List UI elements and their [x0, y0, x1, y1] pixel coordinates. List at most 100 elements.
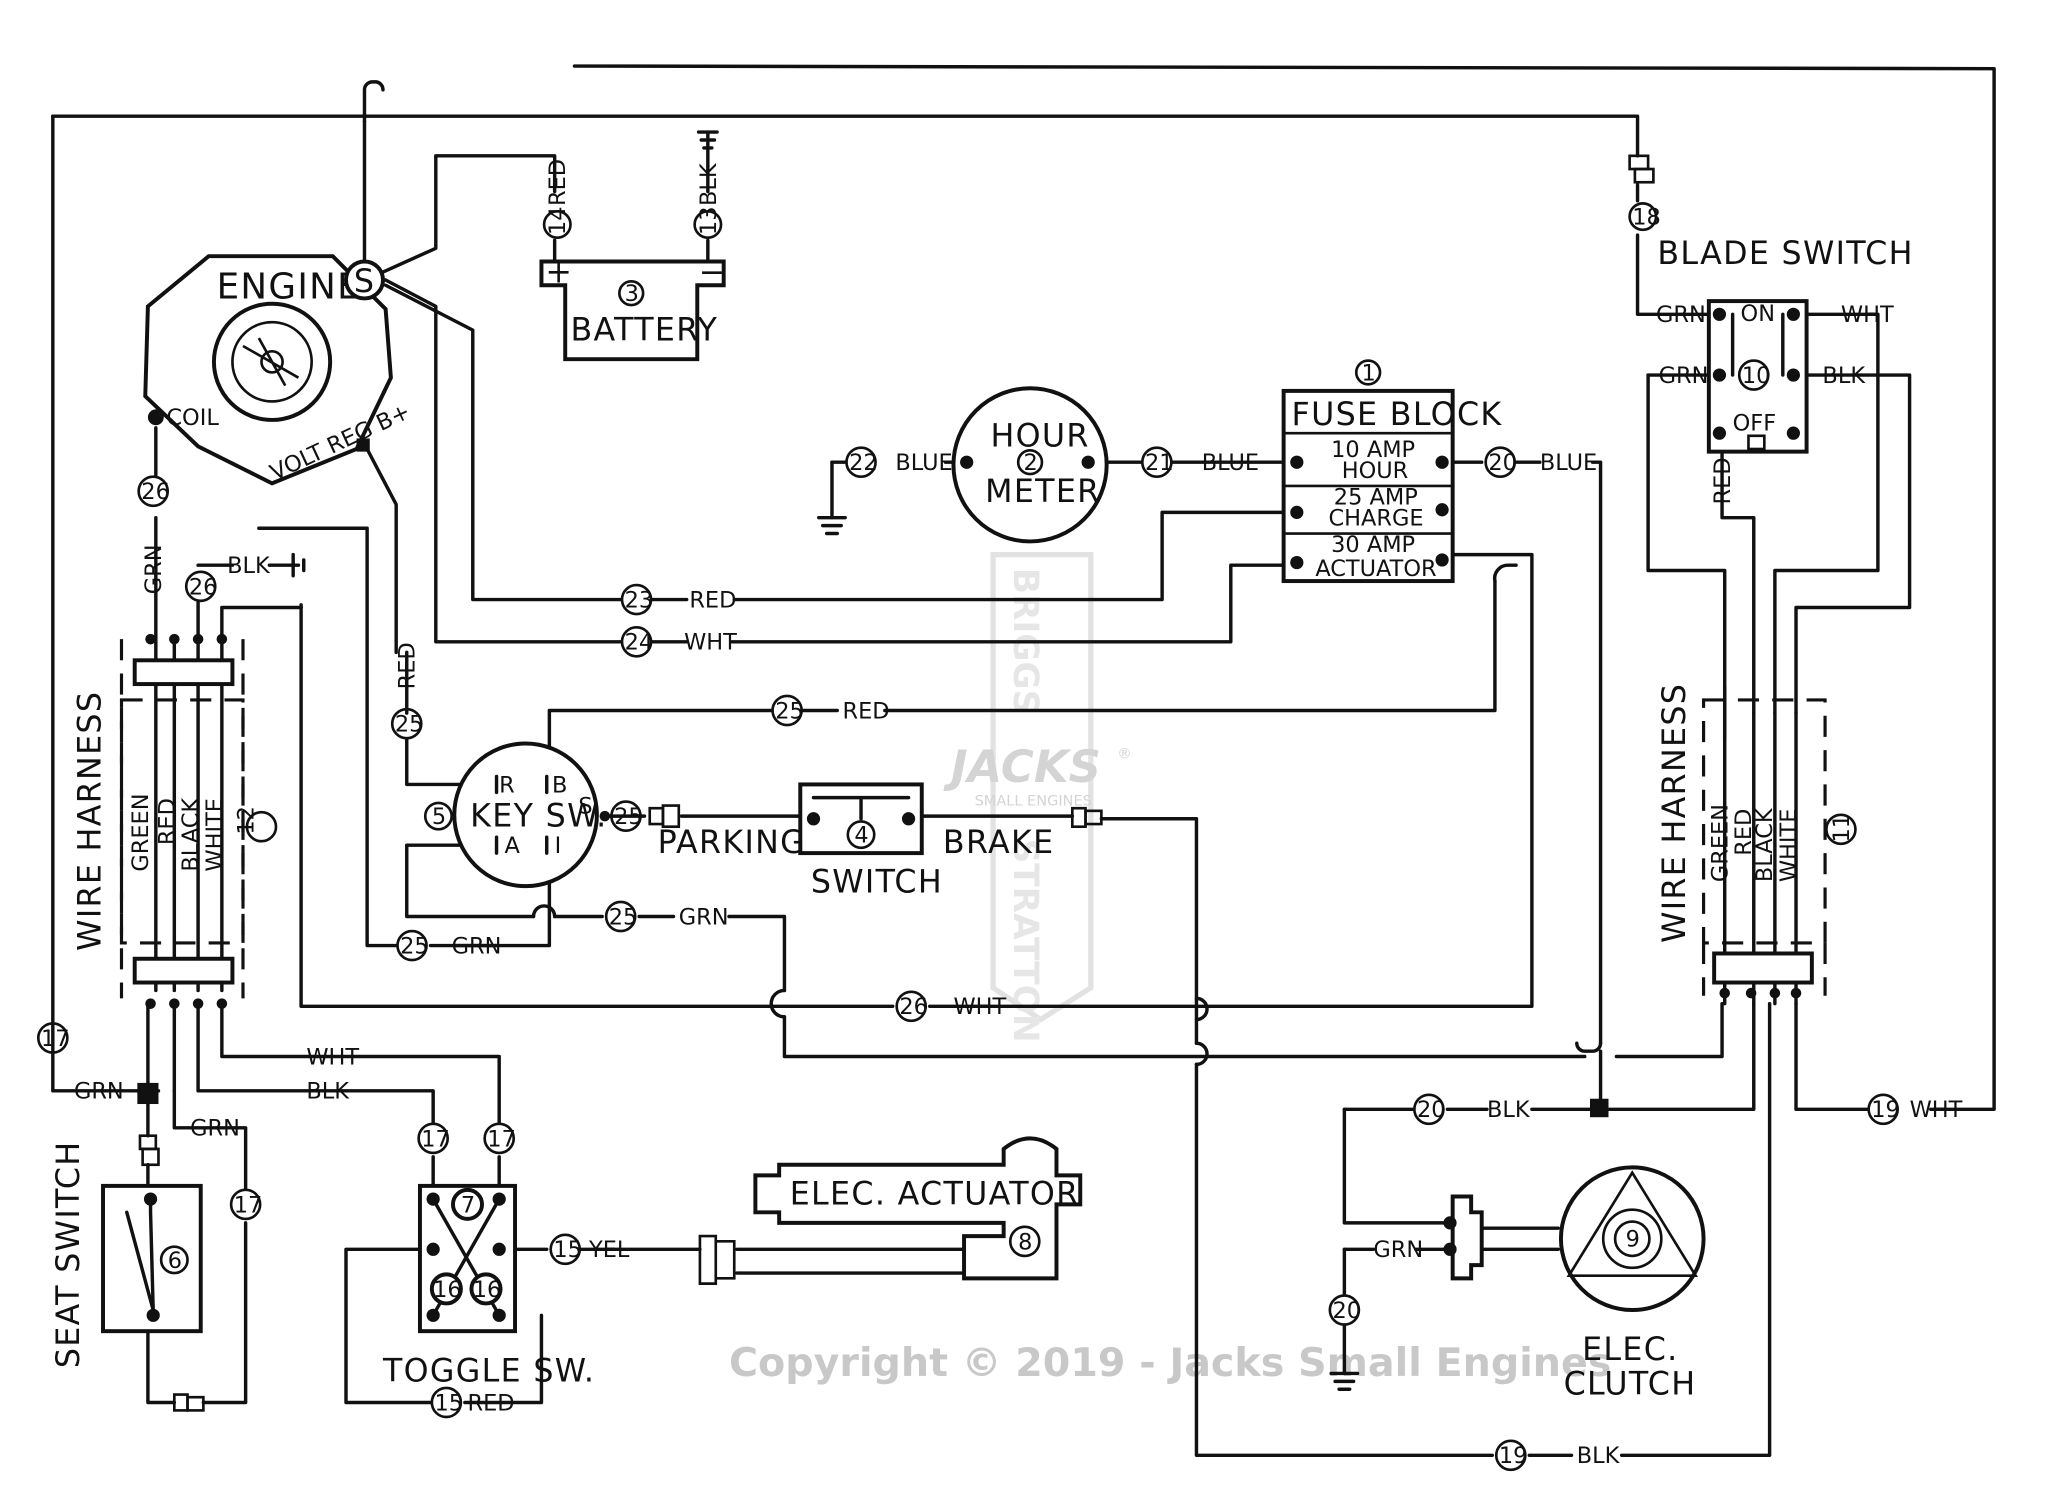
watermark-logo-sub: SMALL ENGINES [975, 794, 1092, 810]
toggle-16-right: 16 [473, 1277, 502, 1303]
left-harness-white: WHITE [202, 798, 228, 872]
key-s-label: S [578, 793, 592, 819]
ref-25-grn-color: GRN [679, 904, 729, 930]
fuse-hour-amp: 10 AMP [1331, 437, 1415, 463]
key-a-label: A [504, 833, 520, 859]
key-r-label: R [499, 772, 515, 798]
key-num: 5 [432, 804, 446, 830]
ref-26-wht: 26 [899, 994, 928, 1020]
ref-20-top: 20 [1488, 450, 1517, 476]
blade-switch: BLADE SWITCH ON OFF 10 [1628, 154, 1913, 454]
ref-17-seat: 17 [234, 1192, 263, 1218]
coil-label: COIL [166, 405, 219, 431]
ref-17-left-color: GRN [74, 1079, 124, 1105]
ref-24-color: WHT [684, 630, 737, 656]
wire-grn-clutch: GRN [1373, 1237, 1423, 1263]
ref-25-parking: 25 [614, 804, 643, 830]
elec-clutch: 9 ELEC. CLUTCH [1443, 1165, 1706, 1403]
left-wire-harness: WIRE HARNESS GREEN RED BLACK WHITE 12 [72, 633, 278, 1105]
right-harness-num: 11 [1829, 814, 1855, 843]
ref-25-volt-color: RED [395, 642, 421, 689]
switch-label: SWITCH [811, 865, 943, 901]
watermark-copyright: Copyright © 2019 - Jacks Small Engines [729, 1340, 1611, 1386]
ref-25-volt: 25 [395, 712, 424, 738]
toggle-16-left: 16 [433, 1277, 462, 1303]
wire-blade-grn-mid: GRN [1659, 363, 1709, 389]
hour-meter-label-bottom: METER [985, 474, 1100, 510]
ref-17-toggle-right: 17 [487, 1126, 516, 1152]
ref-14: 14 [545, 207, 571, 236]
ref-19-blk-color: BLK [1577, 1443, 1621, 1469]
toggle-num: 7 [461, 1192, 475, 1218]
ref-26-blk-color: BLK [227, 553, 271, 579]
wires [51, 64, 1996, 1458]
ref-15-yel-color: YEL [588, 1237, 630, 1263]
blade-switch-label: BLADE SWITCH [1657, 236, 1913, 272]
actuator-label: ELEC. ACTUATOR [790, 1176, 1080, 1212]
engine-label: ENGINE [217, 266, 361, 307]
ref-24: 24 [625, 630, 654, 656]
seat-switch-label: SEAT SWITCH [51, 1141, 87, 1369]
ref-17-toggle-left: 17 [421, 1126, 450, 1152]
seat-switch: 6 SEAT SWITCH [51, 1134, 205, 1412]
ref-20-blk-color: BLK [1487, 1097, 1531, 1123]
ref-23: 23 [625, 587, 654, 613]
parking-label: PARKING [658, 825, 806, 861]
blade-on-label: ON [1741, 301, 1775, 327]
watermark-brand-bottom: STRATTON [1005, 839, 1045, 1043]
volt-reg-terminal [356, 438, 370, 452]
wire-refs: 14 RED 13 BLK 18 GRN GRN WHT BLK RED 22 … [36, 159, 1963, 1472]
blade-num: 10 [1742, 363, 1771, 389]
wire-wht-toggle: WHT [306, 1044, 359, 1070]
hour-meter-label-top: HOUR [990, 418, 1089, 454]
ref-26-blk: 26 [189, 574, 218, 600]
wire-blk-toggle: BLK [306, 1079, 350, 1105]
right-wire-harness: WIRE HARNESS GREEN RED BLACK WHITE 11 [1590, 683, 1857, 1118]
left-harness-red: RED [154, 798, 180, 845]
ref-25-grn-lower-color: GRN [452, 933, 502, 959]
ref-22: 22 [849, 450, 878, 476]
left-harness-num: 12 [234, 806, 260, 835]
ref-26-coil-color: GRN [141, 545, 167, 595]
left-harness-label: WIRE HARNESS [72, 691, 108, 951]
fuse-hour-label: HOUR [1342, 458, 1409, 484]
watermark-logo: JACKS [943, 740, 1101, 793]
ref-21: 21 [1145, 450, 1174, 476]
watermark-registered: ® [1117, 746, 1132, 762]
ref-19-blk: 19 [1499, 1443, 1528, 1469]
toggle-switch-label: TOGGLE SW. [382, 1353, 595, 1389]
clutch-label-bottom: CLUTCH [1564, 1367, 1697, 1403]
fuse-block: 1 FUSE BLOCK 10 AMP HOUR 25 AMP CHARGE 3… [1281, 359, 1503, 584]
fuse-actuator-amp: 30 AMP [1331, 532, 1415, 558]
seat-switch-num: 6 [168, 1248, 182, 1274]
right-harness-white: WHITE [1776, 809, 1802, 883]
battery-num: 3 [625, 281, 639, 307]
ref-20-blk: 20 [1417, 1097, 1446, 1123]
battery-minus: − [699, 255, 727, 291]
ref-25-grn-lower: 25 [400, 933, 429, 959]
ref-14-color: RED [545, 159, 571, 206]
battery-label: BATTERY [570, 313, 718, 349]
ref-26-wht-color: WHT [953, 994, 1006, 1020]
coil-terminal [147, 409, 164, 426]
right-harness-red: RED [1731, 809, 1757, 856]
ref-15-red-color: RED [467, 1390, 514, 1416]
watermark: BRIGGS STRATTON JACKS ® SMALL ENGINES Co… [729, 552, 1611, 1386]
right-harness-green: GREEN [1707, 804, 1733, 882]
ref-13: 13 [696, 207, 722, 236]
fuse-block-label: FUSE BLOCK [1292, 397, 1503, 433]
wire-blade-wht: WHT [1841, 302, 1894, 328]
left-harness-green: GREEN [128, 793, 154, 871]
engine: ENGINE S COIL VOLT REG B+ [143, 254, 414, 486]
ref-19-wht-color: WHT [1910, 1097, 1963, 1123]
fuse-charge-amp: 25 AMP [1334, 484, 1418, 510]
ref-22-color: BLUE [895, 450, 952, 476]
ref-15-yel: 15 [553, 1237, 582, 1263]
parking-switch-num: 4 [854, 823, 868, 849]
hour-meter: HOUR 2 METER [951, 386, 1109, 544]
engine-s-terminal [344, 259, 385, 301]
ref-20-top-color: BLUE [1540, 450, 1597, 476]
wire-blade-grn-top: GRN [1656, 302, 1706, 328]
ref-25-grn: 25 [609, 904, 638, 930]
